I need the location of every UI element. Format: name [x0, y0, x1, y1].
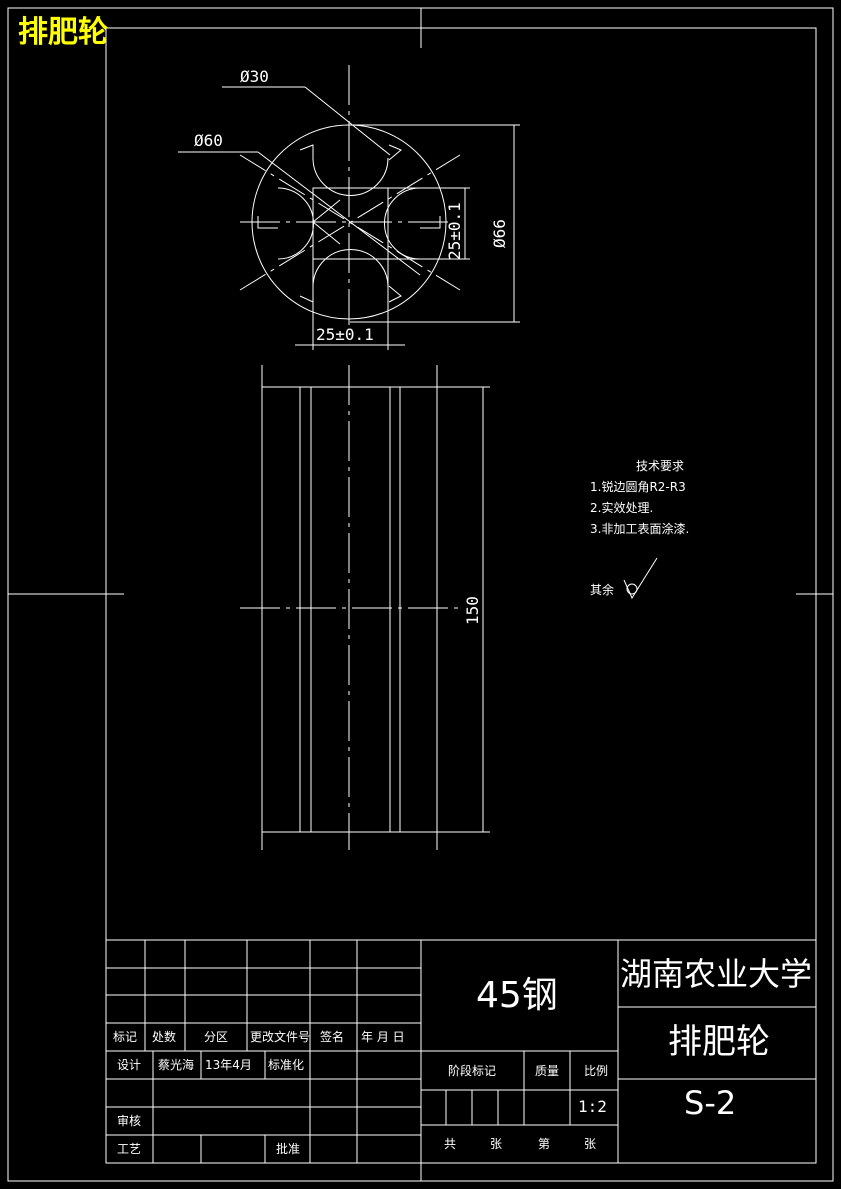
dim-width-25: 25±0.1 — [316, 325, 374, 344]
organization: 湖南农业大学 — [620, 955, 813, 993]
stage-mark: 阶段标记 — [448, 1064, 497, 1078]
sheet-number-label: 第 — [538, 1137, 551, 1151]
square-bore — [312, 187, 389, 260]
hdr-change-doc: 更改文件号 — [250, 1030, 311, 1044]
tech-item-2: 2.实效处理. — [590, 501, 654, 515]
process-label: 工艺 — [117, 1142, 142, 1156]
front-view — [240, 365, 490, 850]
sheets-total-label: 共 — [444, 1137, 457, 1151]
hdr-zone: 分区 — [204, 1030, 229, 1044]
material: 45钢 — [476, 975, 558, 1016]
mass-label: 质量 — [535, 1064, 560, 1078]
cutout-left — [277, 187, 314, 260]
cutout-top — [312, 157, 389, 196]
dim-d60: Ø60 — [194, 131, 223, 150]
hdr-mark: 标记 — [113, 1030, 138, 1044]
roughness-note: 其余 — [590, 583, 615, 597]
scale-label: 比例 — [584, 1064, 609, 1078]
roughness-symbol — [623, 557, 658, 600]
hdr-date: 年 月 日 — [361, 1030, 405, 1044]
drawing-title-tag: 排肥轮 — [18, 15, 108, 50]
cutout-right — [384, 187, 421, 260]
tech-item-3: 3.非加工表面涂漆. — [590, 522, 690, 536]
title-block-grid — [105, 939, 817, 1164]
dim-d30: Ø30 — [240, 67, 269, 86]
tech-item-1: 1.锐边圆角R2-R3 — [590, 480, 686, 494]
hdr-sign: 签名 — [320, 1030, 345, 1044]
sheets-unit: 张 — [490, 1137, 503, 1151]
part-name: 排肥轮 — [668, 1022, 770, 1062]
sheet-unit-2: 张 — [584, 1137, 597, 1151]
dim-height-25: 25±0.1 — [445, 202, 464, 260]
standardization: 标准化 — [268, 1058, 305, 1072]
designer: 蔡光海 — [158, 1058, 195, 1072]
design-date: 13年4月 — [205, 1058, 252, 1072]
review-label: 审核 — [117, 1114, 142, 1128]
dim-length: 150 — [463, 596, 482, 625]
approve-label: 批准 — [276, 1142, 301, 1156]
hdr-count: 处数 — [152, 1030, 177, 1044]
drawing-number: S-2 — [684, 1084, 737, 1122]
cutout-bottom — [312, 249, 389, 288]
scale-value: 1:2 — [578, 1097, 607, 1116]
dim-d66: Ø66 — [490, 219, 509, 248]
design-label: 设计 — [117, 1058, 142, 1072]
tech-heading: 技术要求 — [636, 459, 685, 473]
section-view — [178, 65, 520, 350]
